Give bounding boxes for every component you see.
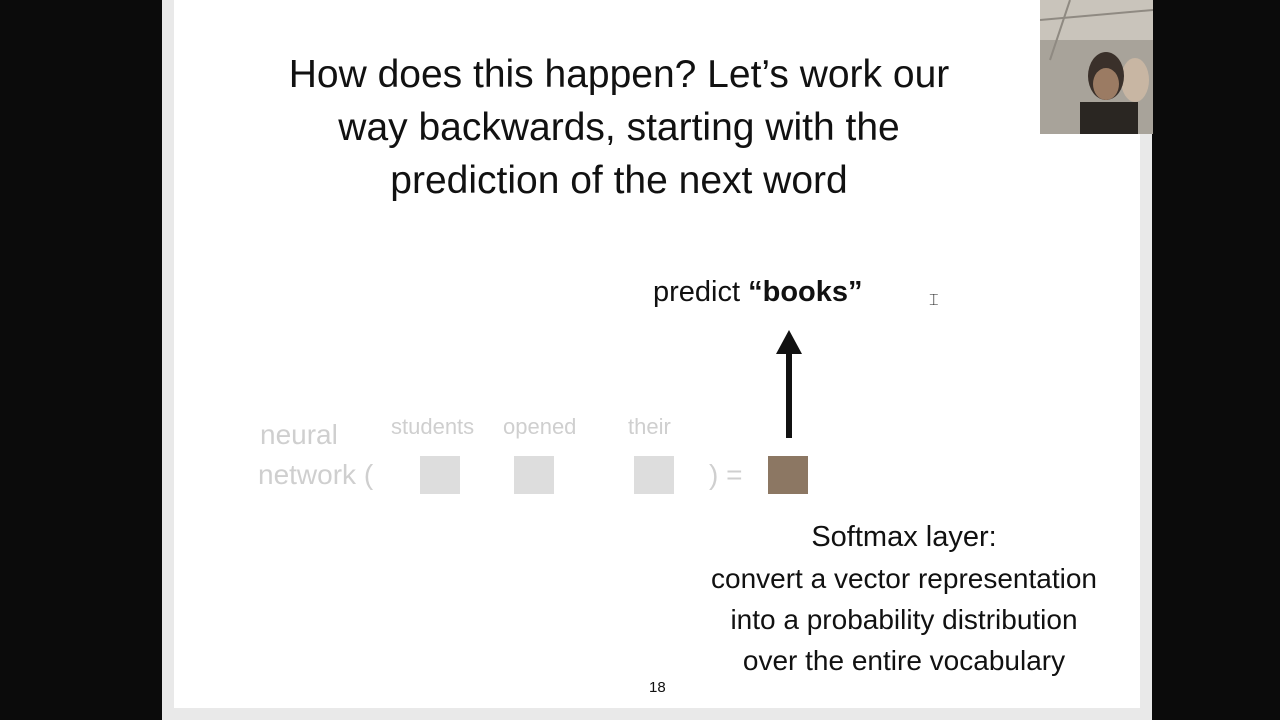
- text-cursor-icon: ⌶: [929, 290, 939, 309]
- input-vector-students: [420, 456, 460, 494]
- equals-sign: ) =: [709, 459, 743, 490]
- output-vector: [768, 456, 808, 494]
- right-letterbox: [1152, 0, 1280, 720]
- slide-content: How does this happen? Let’s work our way…: [174, 0, 1140, 708]
- softmax-desc-line: over the entire vocabulary: [742, 645, 1066, 676]
- left-letterbox: [0, 0, 162, 720]
- predicted-word: “books”: [748, 276, 863, 308]
- network-label: network (: [258, 459, 374, 490]
- word-their: their: [628, 414, 671, 439]
- page-number: 18: [649, 679, 666, 696]
- input-vector-their: [634, 456, 674, 494]
- input-vector-opened: [514, 456, 554, 494]
- webcam-overlay: [1040, 0, 1153, 134]
- presenter-video: [1040, 0, 1153, 134]
- word-opened: opened: [503, 414, 577, 439]
- softmax-title: Softmax layer:: [811, 521, 997, 553]
- neural-label: neural: [260, 419, 338, 450]
- softmax-desc-line: into a probability distribution: [730, 604, 1078, 635]
- softmax-desc-line: convert a vector representation: [711, 563, 1097, 594]
- word-students: students: [391, 414, 475, 439]
- slide-title: How does this happen? Let’s work our way…: [288, 53, 950, 202]
- prediction-label: predict “books”: [653, 276, 863, 309]
- slide: How does this happen? Let’s work our way…: [162, 0, 1152, 720]
- up-arrow-icon: [776, 330, 802, 438]
- predict-prefix: predict: [653, 276, 749, 308]
